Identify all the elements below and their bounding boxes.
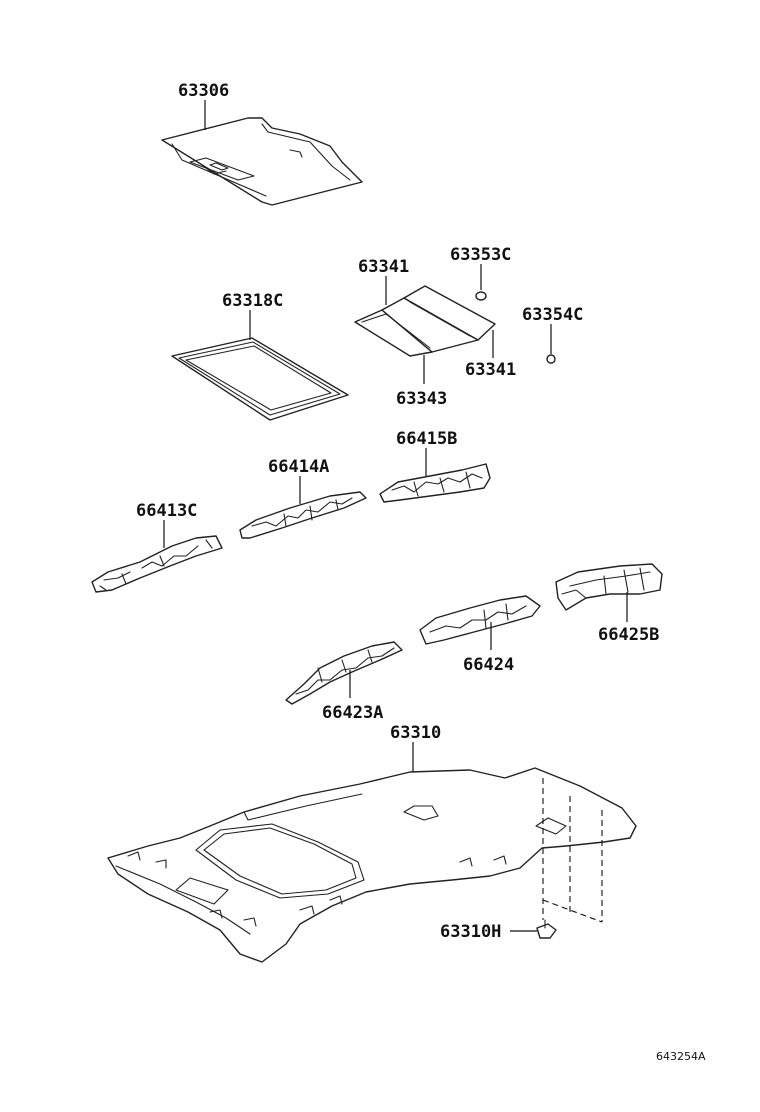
label-66425B: 66425B xyxy=(598,625,659,645)
label-63341-lower: 63341 xyxy=(465,360,516,380)
headliner-clip xyxy=(536,919,557,939)
label-63310: 63310 xyxy=(390,723,441,743)
clip-lower xyxy=(546,354,556,364)
roof-rail-front xyxy=(91,535,223,593)
label-63343: 63343 xyxy=(396,389,447,409)
label-63310H: 63310H xyxy=(440,922,501,942)
projection-lines xyxy=(542,778,603,923)
roof-panel xyxy=(161,117,363,206)
sunroof-seal xyxy=(171,337,349,421)
bracket-rear-right xyxy=(555,563,663,611)
bracket-center-right xyxy=(419,595,541,645)
sunroof-pads xyxy=(354,285,496,357)
figure-code: 643254A xyxy=(656,1050,706,1063)
label-63306: 63306 xyxy=(178,81,229,101)
label-66414A: 66414A xyxy=(268,457,329,477)
headliner xyxy=(107,767,637,963)
label-66413C: 66413C xyxy=(136,501,197,521)
label-63341-upper: 63341 xyxy=(358,257,409,277)
label-66423A: 66423A xyxy=(322,703,383,723)
bracket-front-right xyxy=(285,641,403,705)
roof-rail-center xyxy=(239,491,367,539)
label-66415B: 66415B xyxy=(396,429,457,449)
label-63353C: 63353C xyxy=(450,245,511,265)
roof-rail-rear xyxy=(379,463,491,503)
label-63318C: 63318C xyxy=(222,291,283,311)
label-63354C: 63354C xyxy=(522,305,583,325)
label-66424: 66424 xyxy=(463,655,514,675)
clip-upper xyxy=(475,291,487,301)
